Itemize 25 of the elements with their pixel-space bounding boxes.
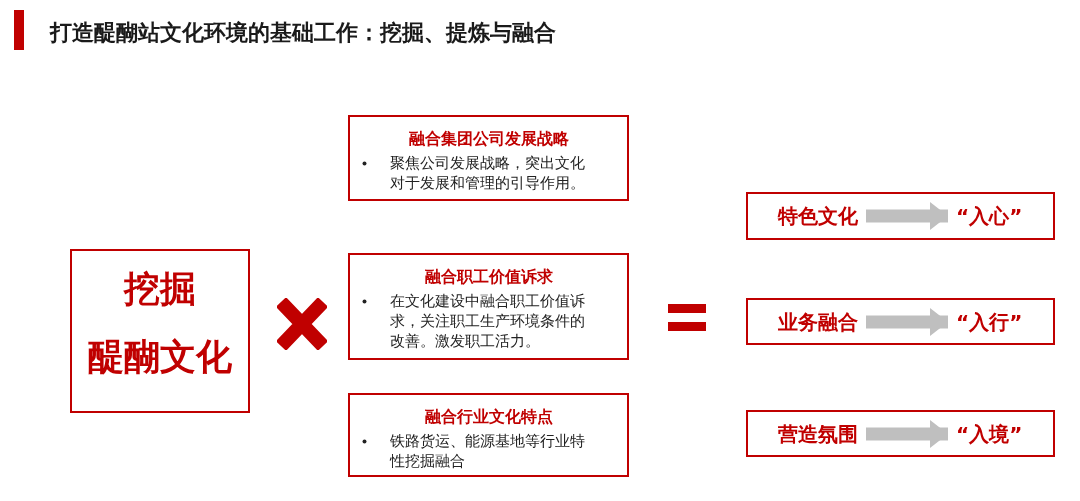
card-heading: 融合集团公司发展战略 <box>407 129 570 149</box>
card-heading: 融合职工价值诉求 <box>423 267 554 287</box>
quote-text: “入行” <box>956 309 1023 335</box>
heading-text: 醍醐文化 <box>87 335 233 379</box>
result-box <box>746 410 1055 457</box>
arrow <box>866 308 948 336</box>
result-label: 营造氛围 <box>778 421 858 447</box>
result-box <box>746 192 1055 240</box>
title-box <box>70 249 250 413</box>
result-label: 特色文化 <box>778 203 858 229</box>
title: 打造醍醐站文化环境的基础工作：挖掘、提炼与融合 <box>50 19 556 47</box>
quote-text: “入心” <box>956 203 1023 229</box>
result-box <box>746 298 1055 345</box>
arrow <box>866 420 948 448</box>
card-text: 铁路货运、能源基地等行业特性挖掘融合 <box>390 432 586 471</box>
text-card <box>348 253 629 360</box>
text-card <box>348 115 629 201</box>
quote-text: “入境” <box>956 421 1023 447</box>
arrow <box>866 202 948 230</box>
heading-text: 挖掘 <box>122 267 197 311</box>
card-text: 聚焦公司发展战略，突出文化对于发展和管理的引导作用。 <box>390 154 586 193</box>
text-card <box>348 393 629 477</box>
result-label: 业务融合 <box>778 309 858 335</box>
card-heading: 融合行业文化特点 <box>423 407 554 427</box>
card-text: 在文化建设中融合职工价值诉求，关注职工生产环境条件的改善。激发职工活力。 <box>390 292 586 351</box>
